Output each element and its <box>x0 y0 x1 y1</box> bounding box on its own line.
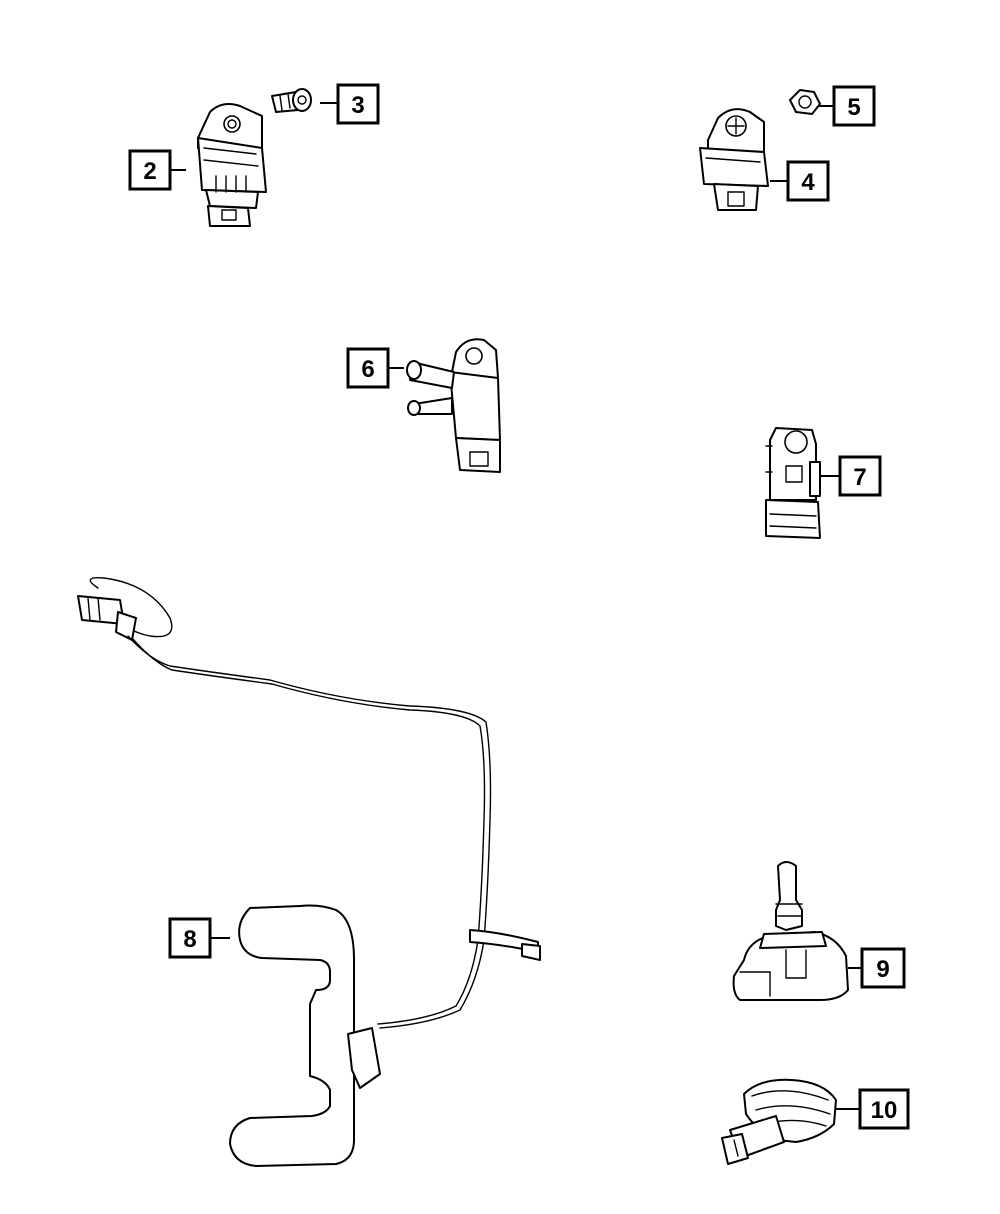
callout-6-label: 6 <box>361 356 374 383</box>
callout-2: 2 <box>128 149 186 191</box>
callout-10-label: 10 <box>871 1097 898 1124</box>
pressure-sensor-part-6 <box>406 338 501 473</box>
callout-7: 7 <box>820 455 882 497</box>
sensor-part-2 <box>197 103 267 227</box>
sensor-part-10 <box>721 1078 837 1165</box>
callout-4-label: 4 <box>801 169 815 196</box>
sensor-part-4 <box>699 108 769 211</box>
callout-2-label: 2 <box>143 158 156 185</box>
callout-7-label: 7 <box>853 464 866 491</box>
harness-part-8 <box>77 577 541 1167</box>
callout-4: 4 <box>770 160 830 202</box>
callout-5: 5 <box>818 85 876 127</box>
callout-10: 10 <box>836 1088 910 1130</box>
callout-3-label: 3 <box>351 92 364 119</box>
callout-3: 3 <box>320 83 380 125</box>
callout-9-label: 9 <box>876 956 889 983</box>
bolt-part-3 <box>271 88 312 113</box>
callout-5-label: 5 <box>847 94 860 121</box>
callout-6: 6 <box>346 347 404 389</box>
callout-9: 9 <box>848 947 906 989</box>
nut-part-5 <box>789 89 821 115</box>
sensor-part-7 <box>765 427 821 539</box>
callout-8-label: 8 <box>183 926 196 953</box>
tpms-sensor-part-9 <box>732 861 849 1001</box>
callout-8: 8 <box>168 917 230 959</box>
